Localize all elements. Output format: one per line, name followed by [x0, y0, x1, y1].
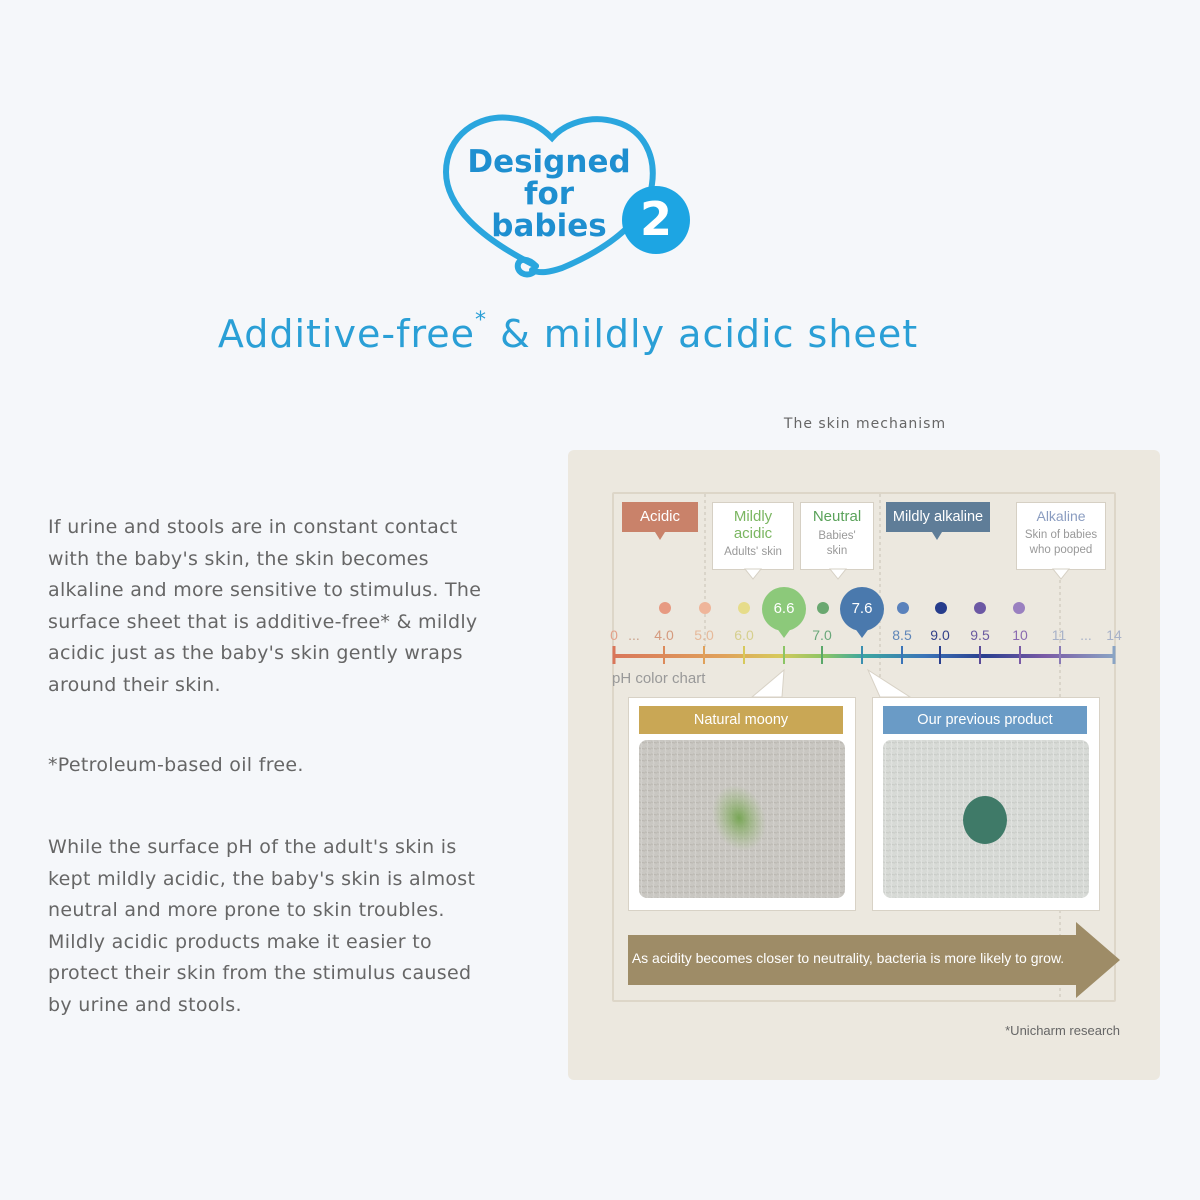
category-mildly-acidic: Mildly acidic Adults' skin	[712, 502, 794, 570]
category-acidic-label: Acidic	[639, 508, 680, 525]
headline-rest: & mildly acidic sheet	[487, 312, 919, 356]
category-alkaline: Alkaline Skin of babies who pooped	[1016, 502, 1106, 570]
tick-label: 10	[1012, 627, 1028, 643]
natural-moony-photo	[639, 740, 845, 898]
figure-title: The skin mechanism	[783, 416, 947, 432]
tick-label: 5.0	[694, 627, 714, 643]
logo-line-3: babies	[491, 208, 607, 244]
category-neutral: Neutral Babies' skin	[800, 502, 874, 570]
arrow-caption: As acidity becomes closer to neutrality,…	[631, 950, 1065, 966]
figure-frame	[612, 492, 1116, 1002]
category-neutral-sub-2: skin	[826, 545, 848, 557]
logo-line-2: for	[523, 176, 575, 212]
category-mildly-alkaline: Mildly alkaline	[886, 502, 990, 532]
category-mildly-alkaline-label: Mildly alkaline	[892, 509, 984, 525]
headline-asterisk: *	[475, 308, 487, 333]
previous-product-photo	[883, 740, 1089, 898]
category-mildly-acidic-label: Mildly acidic	[733, 508, 773, 542]
category-alkaline-sub-2: who pooped	[1029, 544, 1093, 556]
bubble-previous-label: 7.6	[851, 600, 873, 617]
category-alkaline-sub-1: Skin of babies	[1024, 529, 1098, 541]
category-neutral-sub-1: Babies'	[818, 530, 856, 542]
tick-label: 9.5	[970, 627, 990, 643]
tick-label: 7.0	[812, 627, 832, 643]
heart-logo-icon	[442, 114, 690, 278]
card-previous-product-label: Our previous product	[883, 706, 1087, 734]
footnote-paragraph: *Petroleum-based oil free.	[48, 754, 304, 776]
logo-line-1: Designed	[467, 144, 631, 180]
research-footnote: *Unicharm research	[1005, 1023, 1120, 1038]
category-alkaline-label: Alkaline	[1036, 508, 1086, 524]
body-paragraph-2: While the surface pH of the adult's skin…	[48, 836, 476, 1016]
bubble-moony-label: 6.6	[773, 600, 795, 617]
tick-label: ...	[1080, 627, 1092, 643]
card-previous-product: Our previous product	[872, 697, 1100, 911]
headline: Additive-free* & mildly acidic sheet	[0, 308, 1136, 356]
ph-chart-label: pH color chart	[612, 670, 706, 687]
tick-label: 11	[1051, 627, 1067, 643]
designed-for-babies-logo: Designed for babies 2	[440, 108, 700, 288]
tick-label: 8.5	[892, 627, 912, 643]
tick-label: 0	[610, 627, 618, 643]
logo-number: 2	[639, 192, 672, 246]
tick-label: 9.0	[930, 627, 950, 643]
card-natural-moony: Natural moony	[628, 697, 856, 911]
category-mildly-acidic-sub: Adults' skin	[724, 546, 782, 558]
card-natural-moony-label: Natural moony	[639, 706, 843, 734]
tick-label: 14	[1106, 627, 1122, 643]
body-paragraph-1: If urine and stools are in constant cont…	[48, 516, 482, 696]
headline-main: Additive-free	[217, 312, 475, 356]
tick-label: 4.0	[654, 627, 674, 643]
category-neutral-label: Neutral	[812, 508, 862, 525]
category-acidic: Acidic	[622, 502, 698, 532]
tick-label: ...	[628, 627, 640, 643]
number-badge-icon	[622, 186, 690, 254]
tick-label: 6.0	[734, 627, 754, 643]
